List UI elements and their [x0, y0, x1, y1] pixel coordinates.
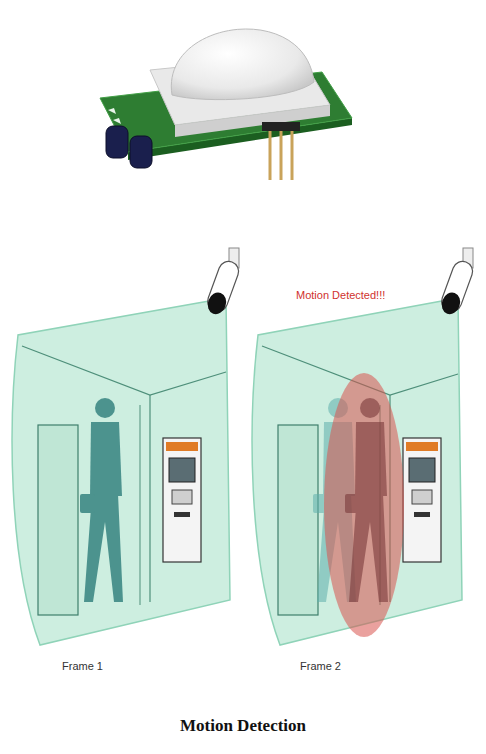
security-camera [204, 248, 242, 317]
camera-view-cone [12, 298, 230, 645]
room-edge [22, 346, 226, 395]
atm-screen [169, 458, 195, 482]
atm-banner [406, 442, 438, 451]
door [38, 425, 78, 615]
pir-sensor [100, 29, 352, 180]
camera-lens [439, 290, 463, 317]
atm-banner [166, 442, 198, 451]
silkscreen-mark [113, 118, 121, 124]
camera-lens [205, 290, 229, 317]
capacitor [130, 136, 152, 168]
atm-screen [409, 458, 435, 482]
figure-caption: Motion Detection [0, 716, 486, 736]
atm-machine [163, 438, 201, 562]
pin [269, 131, 272, 180]
person-silhouette [80, 398, 123, 602]
alert-text: Motion Detected!!! [296, 289, 385, 302]
capacitor [106, 126, 128, 158]
pin-header [262, 122, 300, 131]
frame-two [252, 248, 475, 645]
atm-keypad [172, 490, 192, 504]
person-silhouette [345, 398, 388, 602]
fresnel-dome [171, 29, 314, 100]
room [22, 346, 226, 615]
door [278, 425, 318, 615]
motion-highlight [324, 373, 404, 637]
atm-machine [403, 438, 441, 562]
atm-keypad [412, 490, 432, 504]
camera-view-cone [252, 298, 462, 645]
room-edge [140, 405, 141, 605]
atm-slot [174, 512, 190, 517]
frame-one [12, 248, 241, 645]
security-camera [438, 248, 476, 317]
pin [280, 131, 283, 180]
room-edge [149, 395, 150, 602]
atm-slot [414, 512, 430, 517]
pin [291, 131, 294, 180]
frame-label: Frame 1 [62, 660, 103, 673]
silkscreen-mark [108, 108, 116, 114]
frame-label: Frame 2 [300, 660, 341, 673]
